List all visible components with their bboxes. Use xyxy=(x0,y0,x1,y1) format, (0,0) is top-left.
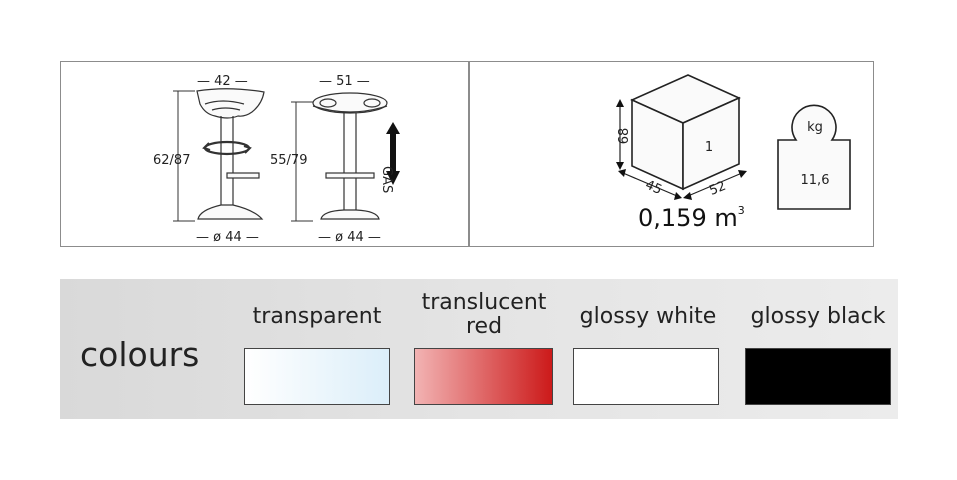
spec-divider xyxy=(468,61,470,247)
package-depth: 45 xyxy=(643,178,664,198)
weight-unit: kg xyxy=(807,120,823,135)
package-width: 52 xyxy=(707,179,728,199)
weight-tag xyxy=(777,104,851,210)
swatch-label-transparent: transparent xyxy=(252,304,382,329)
package-box-drawing xyxy=(630,74,741,191)
swatch-label-translucent-red: translucent red xyxy=(421,290,547,339)
stool-side-drawing xyxy=(291,92,388,222)
package-height: 68 xyxy=(617,128,632,145)
swatch-label-glossy-white: glossy white xyxy=(579,304,717,329)
gas-lift-arrow xyxy=(386,122,400,185)
stool-front-base: — ø 44 — xyxy=(196,230,259,245)
package-volume: 0,159 m3 xyxy=(638,204,745,232)
package-dimension-arrows xyxy=(616,99,747,200)
spec-box xyxy=(60,61,874,247)
weight-value: 11,6 xyxy=(801,173,830,188)
gas-label: GAS xyxy=(379,166,394,193)
stool-side-base: — ø 44 — xyxy=(318,230,381,245)
package-volume-value: 0,159 m xyxy=(638,204,738,232)
stool-front-drawing xyxy=(173,88,265,222)
swatch-glossy-white[interactable] xyxy=(573,348,719,405)
package-count: 1 xyxy=(705,140,713,155)
package-volume-unit: 3 xyxy=(737,204,745,217)
stool-front-width: — 42 — xyxy=(197,74,248,89)
stool-front-height: 62/87 xyxy=(153,153,190,168)
colours-title: colours xyxy=(80,335,200,374)
swatch-label-glossy-black: glossy black xyxy=(750,304,886,329)
stool-side-width: — 51 — xyxy=(319,74,370,89)
stool-side-height: 55/79 xyxy=(270,153,307,168)
swatch-transparent[interactable] xyxy=(244,348,390,405)
swatch-glossy-black[interactable] xyxy=(745,348,891,405)
swatch-translucent-red[interactable] xyxy=(414,348,553,405)
